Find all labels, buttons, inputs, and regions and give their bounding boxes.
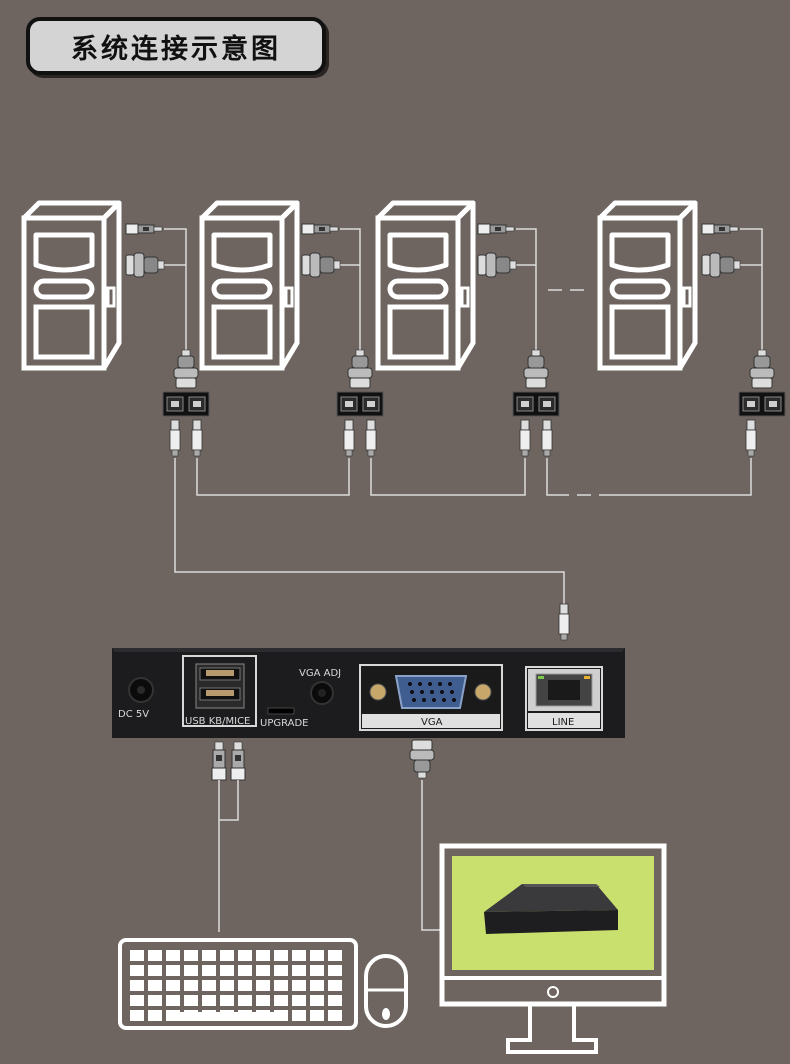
keyboard-key	[184, 965, 198, 976]
rj45-dongle-1	[162, 391, 210, 417]
keyboard-key	[310, 965, 324, 976]
keyboard-key	[220, 995, 234, 1006]
keyboard-key	[130, 1010, 144, 1021]
keyboard-key	[130, 980, 144, 991]
keyboard-key	[184, 980, 198, 991]
port-label-upgrade: UPGRADE	[260, 718, 309, 729]
keyboard-key	[238, 980, 252, 991]
usb-plug-3	[477, 223, 515, 235]
keyboard-key	[328, 965, 342, 976]
keyboard-key	[238, 950, 252, 961]
rj45-plug-4a	[745, 419, 757, 457]
mouse	[364, 954, 408, 1028]
keyboard-key	[310, 950, 324, 961]
vga-plug-vertical-2	[347, 349, 373, 389]
vga-plug-monitor	[409, 739, 435, 779]
vga-plug-vertical-1	[173, 349, 199, 389]
kvm-extender-device: DC 5V USB KB/MICE UPGRADE VGA ADJ VGA VG…	[112, 648, 625, 738]
rj45-dongle-2	[336, 391, 384, 417]
pc-tower-2	[202, 203, 297, 368]
keyboard-key	[292, 965, 306, 976]
keyboard-key	[310, 995, 324, 1006]
keyboard-key	[148, 995, 162, 1006]
rj45-plug-1b	[191, 419, 203, 457]
keyboard-key	[274, 980, 288, 991]
port-label-dc: DC 5V	[118, 709, 149, 720]
port-label-vga-text: VGA	[421, 717, 443, 728]
keyboard-key	[310, 980, 324, 991]
keyboard	[118, 938, 358, 1030]
keyboard-key	[220, 980, 234, 991]
rj45-dongle-4	[738, 391, 786, 417]
port-label-vga-adj: VGA ADJ	[299, 668, 341, 679]
keyboard-key	[328, 980, 342, 991]
monitor	[439, 843, 667, 1054]
keyboard-key	[274, 950, 288, 961]
vga-plug-4	[701, 252, 741, 278]
keyboard-key	[130, 950, 144, 961]
diagram-title: 系统连接示意图	[26, 17, 326, 75]
rj45-plug-2a	[343, 419, 355, 457]
keyboard-key	[130, 995, 144, 1006]
pc-tower-1	[24, 203, 119, 368]
keyboard-key	[220, 965, 234, 976]
keyboard-key	[184, 995, 198, 1006]
vga-plug-vertical-4	[749, 349, 775, 389]
keyboard-spacebar	[166, 1012, 286, 1021]
keyboard-key	[274, 995, 288, 1006]
keyboard-key	[292, 1010, 306, 1021]
keyboard-key	[328, 950, 342, 961]
vga-plug-3	[477, 252, 517, 278]
keyboard-key	[166, 965, 180, 976]
usb-plug-keyboard	[211, 741, 227, 781]
rj45-plug-3a	[519, 419, 531, 457]
keyboard-key	[292, 995, 306, 1006]
rj45-plug-1a	[169, 419, 181, 457]
keyboard-key	[328, 1010, 342, 1021]
keyboard-key	[292, 950, 306, 961]
port-label-line: LINE	[552, 717, 574, 728]
keyboard-key	[184, 950, 198, 961]
rj45-plug-2b	[365, 419, 377, 457]
keyboard-key	[166, 980, 180, 991]
keyboard-key	[166, 950, 180, 961]
keyboard-key	[256, 980, 270, 991]
keyboard-key	[328, 995, 342, 1006]
keyboard-key	[274, 965, 288, 976]
port-label-usb: USB KB/MICE	[185, 716, 250, 727]
keyboard-key	[148, 965, 162, 976]
keyboard-key	[202, 965, 216, 976]
vga-plug-2	[301, 252, 341, 278]
vga-plug-1	[125, 252, 165, 278]
keyboard-key	[292, 980, 306, 991]
keyboard-key	[238, 965, 252, 976]
keyboard-key	[256, 995, 270, 1006]
rj45-dongle-3	[512, 391, 560, 417]
keyboard-key	[238, 995, 252, 1006]
keyboard-key	[310, 1010, 324, 1021]
keyboard-key	[166, 995, 180, 1006]
keyboard-key	[202, 980, 216, 991]
keyboard-key	[220, 950, 234, 961]
screen-device-image	[484, 884, 618, 934]
usb-plug-1	[125, 223, 163, 235]
pc-tower-3	[378, 203, 473, 368]
keyboard-key	[202, 950, 216, 961]
keyboard-key	[130, 965, 144, 976]
usb-plug-mouse	[230, 741, 246, 781]
rj45-plug-3b	[541, 419, 553, 457]
keyboard-key	[148, 1010, 162, 1021]
pc-tower-4	[600, 203, 695, 368]
usb-plug-2	[301, 223, 339, 235]
vga-plug-vertical-3	[523, 349, 549, 389]
rj45-plug-line	[558, 603, 570, 641]
keyboard-key	[256, 965, 270, 976]
usb-plug-4	[701, 223, 739, 235]
keyboard-key	[256, 950, 270, 961]
keyboard-key	[148, 980, 162, 991]
keyboard-key	[148, 950, 162, 961]
keyboard-key	[202, 995, 216, 1006]
